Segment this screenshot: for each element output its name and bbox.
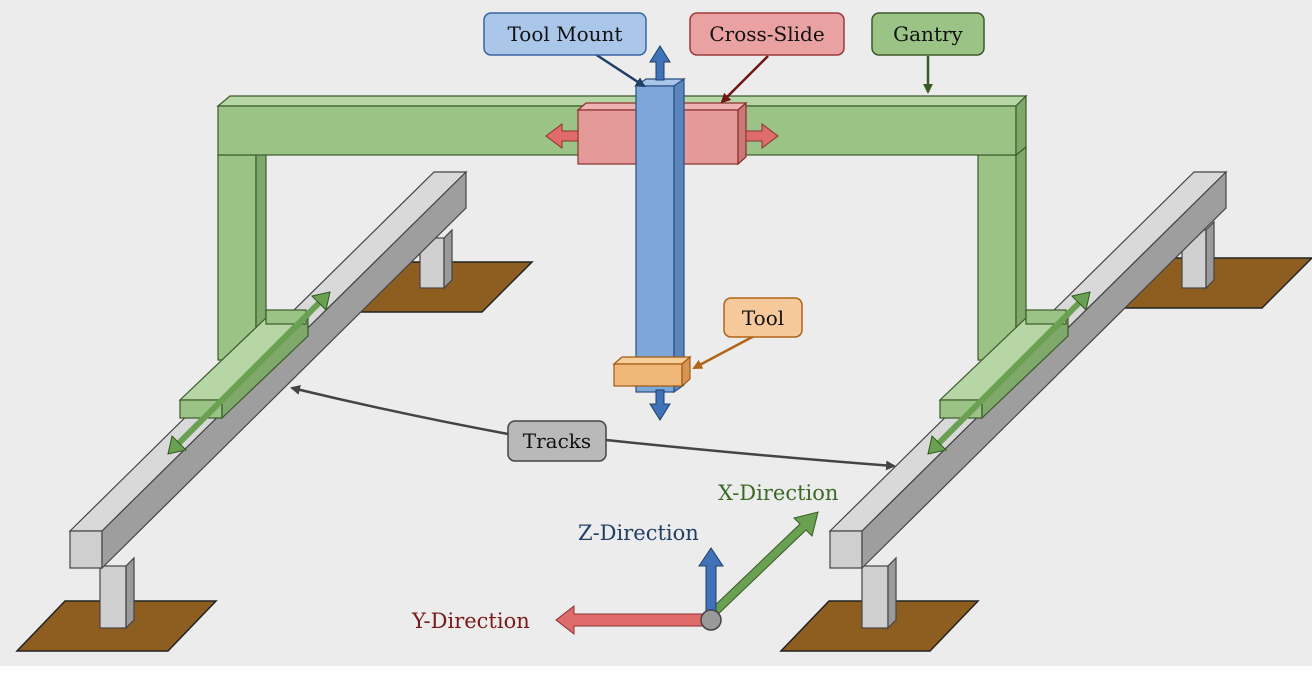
axes-origin bbox=[700, 609, 722, 631]
post-front-right bbox=[861, 556, 897, 630]
tracks-leader-left bbox=[290, 385, 509, 436]
carriage-arrow-left bbox=[167, 291, 331, 455]
tracks-leader-right bbox=[605, 438, 896, 471]
tool-mount bbox=[634, 77, 686, 394]
tool bbox=[612, 355, 692, 388]
label-gantry-text: Gantry bbox=[893, 22, 963, 46]
label-tracks-text: Tracks bbox=[523, 429, 591, 453]
label-tool-mount: Tool Mount bbox=[483, 12, 647, 56]
label-cross-slide: Cross-Slide bbox=[689, 12, 845, 56]
tool-mount-leader bbox=[591, 50, 646, 88]
carriage-arrow-right bbox=[927, 291, 1091, 455]
tool-mount-arrow-up bbox=[649, 45, 671, 81]
label-tool-mount-text: Tool Mount bbox=[508, 22, 623, 46]
cross-slide-arrow-right bbox=[745, 123, 779, 149]
cross-slide-arrow-left bbox=[545, 123, 579, 149]
label-tracks: Tracks bbox=[507, 420, 607, 462]
z-direction-label: Z-Direction bbox=[578, 521, 699, 545]
post-front-left bbox=[99, 556, 135, 630]
label-gantry: Gantry bbox=[871, 12, 985, 56]
label-tool-text: Tool bbox=[742, 306, 784, 330]
label-tool: Tool bbox=[723, 297, 803, 338]
cross-slide-leader bbox=[720, 55, 769, 104]
label-cross-slide-text: Cross-Slide bbox=[709, 22, 824, 46]
tool-leader bbox=[692, 333, 757, 370]
x-direction-arrow bbox=[707, 511, 819, 619]
axes-indicator: X-Direction Z-Direction Y-Direction bbox=[411, 481, 838, 636]
y-direction-label: Y-Direction bbox=[411, 609, 530, 633]
tool-mount-arrow-down bbox=[649, 389, 671, 421]
x-direction-label: X-Direction bbox=[718, 481, 838, 505]
